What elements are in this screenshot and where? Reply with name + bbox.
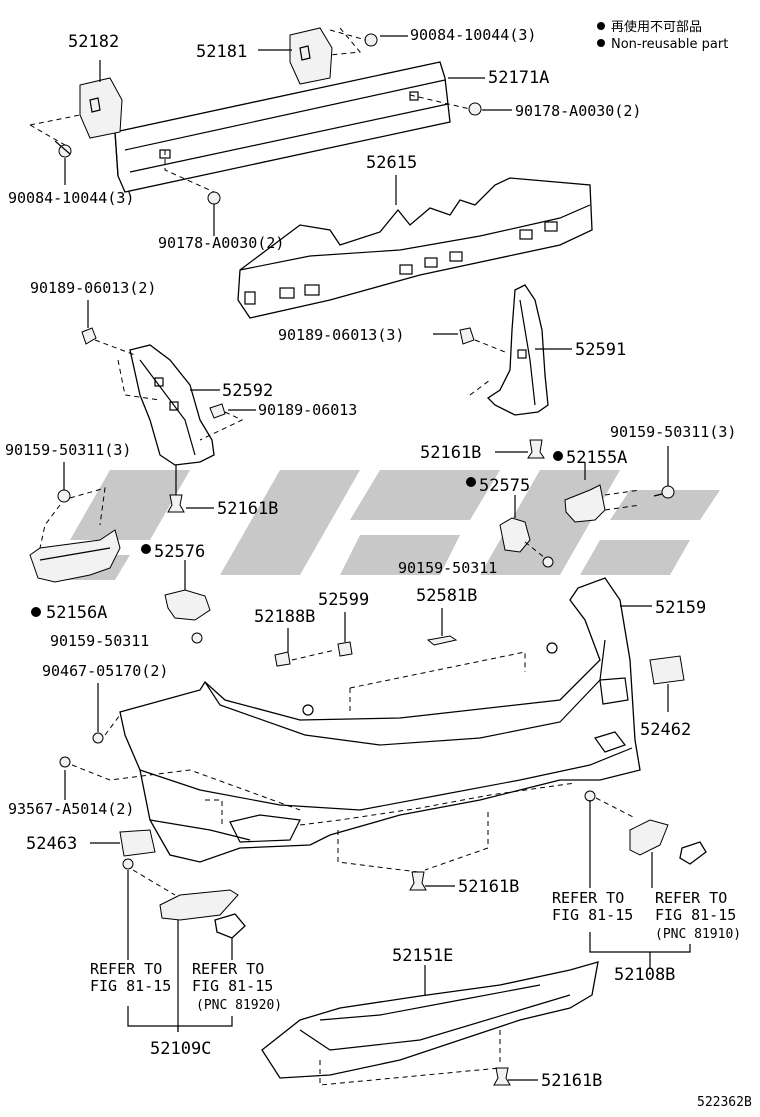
- reflector-lamp-icon: [214, 913, 246, 939]
- label-52581B: 52581B: [416, 586, 477, 606]
- refer-note-left-b-line1: REFER TO: [192, 960, 264, 978]
- label-52575: 52575: [479, 476, 530, 496]
- bracket-52182: [79, 77, 123, 139]
- reflector-lamp-icon: [679, 841, 707, 865]
- reflector-bracket-right: [629, 819, 669, 856]
- non-reusable-dot-icon: [597, 39, 605, 47]
- bolt-icon: [191, 632, 203, 644]
- legend-english: Non-reusable part: [611, 37, 728, 52]
- label-52108B: 52108B: [614, 965, 675, 985]
- non-reusable-dot-icon: [466, 477, 476, 487]
- retainer-52576: [164, 589, 211, 621]
- watermark-logo: [55, 470, 720, 580]
- label-52151E: 52151E: [392, 946, 453, 966]
- clip-icon: [81, 327, 226, 419]
- refer-note-right-b-line2: FIG 81-15: [655, 906, 736, 924]
- push-clip-icon: [527, 439, 545, 459]
- label-52109C: 52109C: [150, 1039, 211, 1059]
- clip-icon: [459, 327, 475, 345]
- refer-note-right-b-line1: REFER TO: [655, 889, 727, 907]
- push-clip-icon: [493, 1067, 511, 1086]
- figure-id: 522362B: [697, 1095, 752, 1110]
- label-52161B-upper: 52161B: [420, 443, 481, 463]
- refer-note-right-pnc: (PNC 81910): [655, 927, 741, 942]
- label-52599: 52599: [318, 590, 369, 610]
- refer-note-right-a-line2: FIG 81-15: [552, 906, 633, 924]
- refer-note-left-pnc: (PNC 81920): [196, 998, 282, 1013]
- label-52161B-center: 52161B: [458, 877, 519, 897]
- label-52591: 52591: [575, 340, 626, 360]
- non-reusable-dot-icon: [597, 22, 605, 30]
- non-reusable-dot-icon: [141, 544, 151, 554]
- label-90084-top: 90084-10044(3): [410, 26, 536, 44]
- label-52463: 52463: [26, 834, 77, 854]
- label-52161B-bottom: 52161B: [541, 1071, 602, 1091]
- label-52155A: 52155A: [566, 448, 627, 468]
- label-52161B-left: 52161B: [217, 499, 278, 519]
- bracket-52181: [289, 27, 333, 85]
- part-labels: 52182 52181 90084-10044(3) 52171A 90178-…: [5, 26, 752, 1110]
- label-52188B: 52188B: [254, 607, 315, 627]
- label-90084-left: 90084-10044(3): [8, 189, 134, 207]
- refer-note-left-b-line2: FIG 81-15: [192, 977, 273, 995]
- pad-52463: [119, 829, 156, 857]
- label-90178-right: 90178-A0030(2): [515, 102, 641, 120]
- bolt-icon: [542, 556, 554, 568]
- label-90159-mid: 90159-50311: [398, 559, 497, 577]
- label-52182: 52182: [68, 32, 119, 52]
- legend: 再使用不可部品 Non-reusable part: [597, 19, 728, 52]
- nameplate-52581B: [426, 635, 458, 646]
- pad-52462: [649, 655, 685, 685]
- side-bracket-52591: [486, 284, 549, 416]
- label-52592: 52592: [222, 381, 273, 401]
- label-90159-left3: 90159-50311(3): [5, 441, 131, 459]
- label-52159: 52159: [655, 598, 706, 618]
- label-90189-1: 90189-06013: [258, 401, 357, 419]
- label-52181: 52181: [196, 42, 247, 62]
- refer-note-left-a-line2: FIG 81-15: [90, 977, 171, 995]
- label-52171A: 52171A: [488, 68, 549, 88]
- push-clip-icon: [167, 494, 185, 513]
- label-52462: 52462: [640, 720, 691, 740]
- side-retainer-52155A: [564, 484, 606, 523]
- rear-bumper-reinforcement: [114, 61, 451, 193]
- screw-icon: [122, 858, 134, 870]
- rear-bumper-cover: [119, 577, 641, 863]
- label-93567: 93567-A5014(2): [8, 800, 134, 818]
- side-bracket-52592: [129, 344, 215, 466]
- push-clip-icon: [409, 871, 427, 891]
- label-90178-left: 90178-A0030(2): [158, 234, 284, 252]
- screw-icon: [584, 790, 596, 802]
- side-retainer-52156A: [29, 529, 121, 583]
- label-90189-3: 90189-06013(3): [278, 326, 404, 344]
- bolt-icon: [57, 489, 71, 503]
- label-52615: 52615: [366, 153, 417, 173]
- legend-japanese: 再使用不可部品: [611, 19, 702, 35]
- refer-note-left-a-line1: REFER TO: [90, 960, 162, 978]
- label-90159-right3: 90159-50311(3): [610, 423, 736, 441]
- bolt-icon: [653, 485, 675, 499]
- clip-icon: [274, 641, 353, 667]
- bolt-icon: [54, 33, 378, 158]
- reflector-bracket-left: [159, 889, 239, 921]
- label-52576: 52576: [154, 542, 205, 562]
- non-reusable-dot-icon: [31, 607, 41, 617]
- label-90159-left: 90159-50311: [50, 632, 149, 650]
- non-reusable-dot-icon: [553, 451, 563, 461]
- retainer-52575: [499, 517, 531, 553]
- energy-absorber: [237, 177, 593, 319]
- screw-icon: [59, 732, 104, 768]
- refer-note-right-a-line1: REFER TO: [552, 889, 624, 907]
- label-90189-2: 90189-06013(2): [30, 279, 156, 297]
- label-52156A: 52156A: [46, 603, 107, 623]
- label-90467: 90467-05170(2): [42, 662, 168, 680]
- lower-grille: [261, 961, 599, 1079]
